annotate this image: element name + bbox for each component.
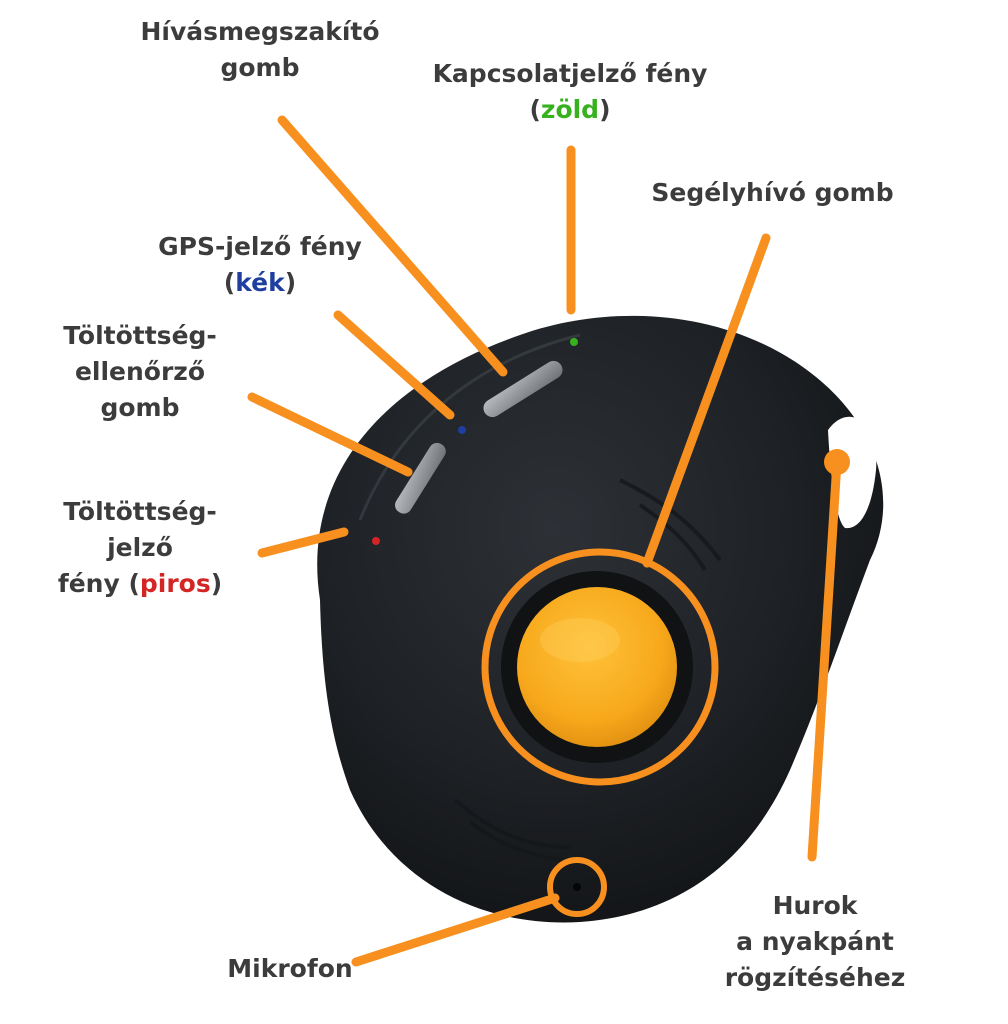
- label-battery-light-prefix: fény (: [57, 569, 140, 598]
- label-gps-open: (: [223, 268, 236, 297]
- pointer-lanyard: [807, 457, 842, 862]
- pointer-sos: [642, 233, 771, 568]
- call-end-side-button[interactable]: [480, 358, 566, 421]
- label-battery-check-line3: gomb: [100, 393, 180, 422]
- label-connection-light: Kapcsolatjelző fény (zöld): [420, 56, 720, 128]
- pointer-gps: [333, 310, 455, 420]
- label-gps-light: GPS-jelző fény (kék): [150, 229, 370, 301]
- label-sos-text: Segélyhívó gomb: [651, 178, 894, 207]
- label-connection-close: ): [599, 95, 611, 124]
- label-battery-light-line3: fény (piros): [40, 566, 240, 602]
- label-gps-line1: GPS-jelző fény: [158, 232, 362, 261]
- label-call-end-button: Hívásmegszakító gomb: [120, 14, 400, 86]
- sos-button[interactable]: [501, 571, 693, 763]
- label-connection-line1: Kapcsolatjelző fény: [432, 59, 708, 88]
- pointer-battery-light: [257, 527, 349, 558]
- label-lanyard-line1: Hurok: [772, 891, 858, 920]
- label-lanyard-loop: Hurok a nyakpánt rögzítéséhez: [710, 888, 920, 996]
- label-battery-light-line2: jelző: [107, 533, 173, 562]
- label-battery-check-line2: ellenőrző: [74, 357, 206, 386]
- label-connection-color: zöld: [540, 95, 600, 124]
- battery-led: [372, 537, 380, 545]
- label-battery-light-line1: Töltöttség-: [63, 497, 217, 526]
- pointer-lines: [247, 115, 842, 967]
- label-microphone-text: Mikrofon: [227, 954, 353, 983]
- label-gps-close: ): [284, 268, 297, 297]
- label-lanyard-line2: a nyakpánt: [736, 927, 894, 956]
- label-battery-check-button: Töltöttség- ellenőrző gomb: [40, 318, 240, 426]
- battery-check-side-button[interactable]: [392, 440, 449, 517]
- pointer-microphone: [351, 893, 560, 967]
- label-connection-line2: (zöld): [420, 92, 720, 128]
- gps-led: [458, 426, 466, 434]
- label-sos-button: Segélyhívó gomb: [640, 175, 905, 211]
- pointer-lanyard-dot: [824, 449, 850, 475]
- label-connection-open: (: [529, 95, 541, 124]
- label-call-end-line2: gomb: [220, 53, 300, 82]
- lanyard-loop-hole: [828, 416, 877, 529]
- sos-highlight-ring: [481, 548, 719, 786]
- pointer-battery-check: [247, 392, 413, 477]
- label-battery-light: Töltöttség- jelző fény (piros): [40, 494, 240, 602]
- label-battery-light-color: piros: [139, 569, 211, 598]
- label-call-end-line1: Hívásmegszakító: [140, 17, 380, 46]
- label-microphone: Mikrofon: [210, 951, 370, 987]
- label-gps-line2: (kék): [150, 265, 370, 301]
- body-grooves: [453, 478, 722, 862]
- connection-led: [570, 338, 578, 346]
- label-battery-check-line1: Töltöttség-: [63, 321, 217, 350]
- label-battery-light-close: ): [210, 569, 223, 598]
- label-gps-color: kék: [235, 268, 285, 297]
- label-lanyard-line3: rögzítéséhez: [724, 963, 906, 992]
- microphone-highlight-ring: [547, 857, 607, 917]
- microphone-hole: [573, 883, 581, 891]
- pointer-call-end: [277, 115, 508, 377]
